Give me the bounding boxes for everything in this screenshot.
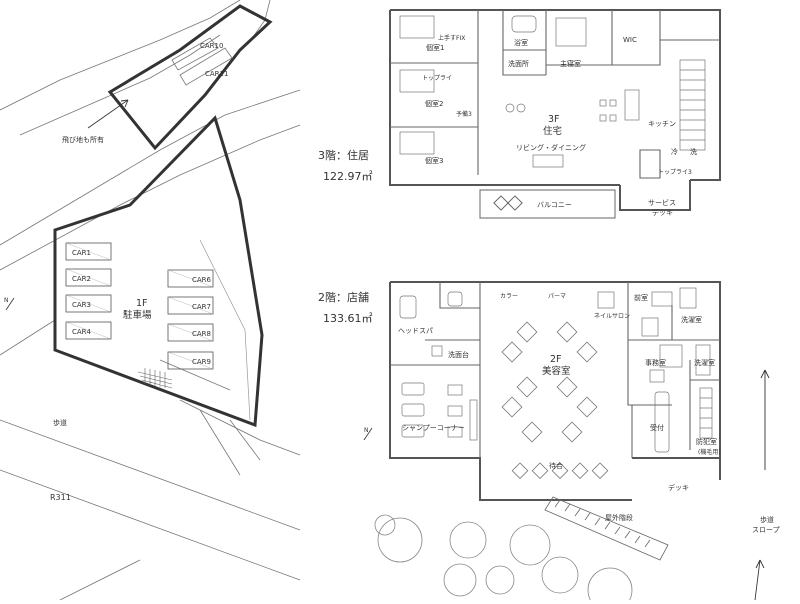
label-fridge: 冷: [671, 147, 678, 156]
label-toplight-a: トップライ: [422, 75, 452, 82]
label-washer: 洗: [690, 147, 697, 156]
site-background-lines: [0, 0, 301, 601]
room-deck: デッキ: [668, 483, 689, 492]
room-shampoo: シャンプーコーナー: [402, 424, 465, 432]
floor3-caption: 3階：住居: [318, 149, 369, 162]
car-label-3: CAR3: [72, 301, 91, 309]
floor2-center-floor: 2F: [550, 354, 562, 365]
floor3-center-floor: 3F: [548, 114, 560, 125]
parking-stalls-left: [65, 242, 112, 340]
floor3-area: 122.97㎡: [323, 170, 373, 183]
room-preview-sub: (機毛用): [698, 448, 721, 456]
car-label-10: CAR10: [200, 42, 223, 50]
floor2-partitions: [390, 282, 720, 458]
room-wic: WIC: [623, 36, 637, 44]
car-label-11: CAR11: [205, 70, 228, 78]
floor3-balcony: [479, 189, 616, 219]
floor3-walls: [389, 9, 721, 211]
road-label: R311: [50, 493, 71, 502]
room-outdoor-stairs: 屋外階段: [605, 513, 633, 522]
enclave-note: 飛び地も所有: [62, 135, 104, 144]
inner-parcel-line: [199, 239, 251, 421]
outdoor-stair: [544, 496, 669, 561]
car-label-2: CAR2: [72, 275, 91, 283]
sidewalk-label: 歩道: [53, 418, 67, 427]
room-bedroom1: 個室1: [426, 43, 444, 52]
room-reception: 受付: [650, 423, 664, 432]
slope-line2: スロープ: [752, 526, 780, 534]
floor2-caption: 2階：店舗: [318, 291, 369, 304]
room-bath: 浴室: [514, 38, 528, 47]
enclave-plot-outline: [107, 4, 273, 151]
north-arrow-left: N: [4, 297, 15, 311]
floor3-info: 3階：住居 122.97㎡: [318, 150, 373, 182]
parking-floor-label: 1F: [136, 298, 148, 309]
enclave-arrow-head: [120, 99, 129, 108]
north-arrow-right: N: [363, 427, 373, 441]
label-perm: パーマ: [548, 293, 566, 300]
slope-line1: 歩道: [760, 515, 774, 524]
room-kitchen: キッチン: [648, 120, 676, 128]
car-label-1: CAR1: [72, 249, 91, 257]
room-service-deck: サービス デッキ: [648, 198, 678, 217]
car-label-6: CAR6: [192, 276, 212, 284]
room-laundry2: 洗濯室: [694, 358, 715, 367]
room-balcony: バルコニー: [537, 201, 572, 209]
label-nail: ネイルサロン: [594, 313, 630, 320]
parking-label: 駐車場: [123, 309, 152, 321]
label-color: カラー: [500, 293, 518, 300]
parking-stalls-right: [167, 269, 214, 370]
svg-text:N: N: [4, 297, 9, 304]
room-laundry1: 洗濯室: [681, 315, 702, 324]
svg-text:N: N: [364, 427, 369, 434]
floor2-center-title: 美容室: [542, 365, 571, 377]
room-office: 事務室: [645, 358, 666, 367]
landscape-trees: [374, 514, 633, 604]
label-toplight-b: トップライ3: [658, 169, 692, 176]
room-preview: 防犯室: [696, 437, 717, 446]
room-master: 主寝室: [560, 59, 581, 68]
floor2-area: 133.61㎡: [323, 312, 373, 325]
room-headspa: ヘッドスパ: [398, 327, 433, 335]
service-deck-line2: デッキ: [652, 208, 673, 217]
service-deck-line1: サービス: [648, 198, 676, 207]
slope-arrows: [754, 369, 770, 601]
floor3-center-title: 住宅: [543, 125, 562, 137]
room-vanity: 洗面台: [448, 350, 469, 359]
floor2-station-chairs: [501, 321, 609, 480]
car-label-8: CAR8: [192, 330, 211, 338]
room-bedroom2: 個室2: [425, 99, 443, 108]
enclave-arrow: [87, 99, 129, 129]
car-label-9: CAR9: [192, 358, 211, 366]
room-living: リビング・ダイニング: [516, 143, 586, 152]
room-wait: 待合: [549, 461, 563, 470]
room-bedroom3: 個室3: [425, 156, 443, 165]
parking-site-outline: [53, 115, 264, 428]
floor2-furniture: [399, 287, 713, 453]
room-front: 前室: [634, 293, 648, 302]
slope-label: 歩道 スロープ: [752, 515, 780, 534]
label-shade: 予備3: [456, 110, 472, 118]
enclave-car-slots: [171, 37, 233, 86]
floor2-info: 2階：店舗 133.61㎡: [318, 292, 373, 324]
floor3-partitions: [390, 10, 720, 179]
car-label-7: CAR7: [192, 303, 211, 311]
car-label-4: CAR4: [72, 328, 92, 336]
site-stair-hatch: [137, 368, 173, 389]
floor3-furniture: [399, 15, 706, 168]
label-upper-shelf: 上手すFIX: [438, 34, 465, 42]
room-washroom: 洗面所: [508, 59, 529, 68]
